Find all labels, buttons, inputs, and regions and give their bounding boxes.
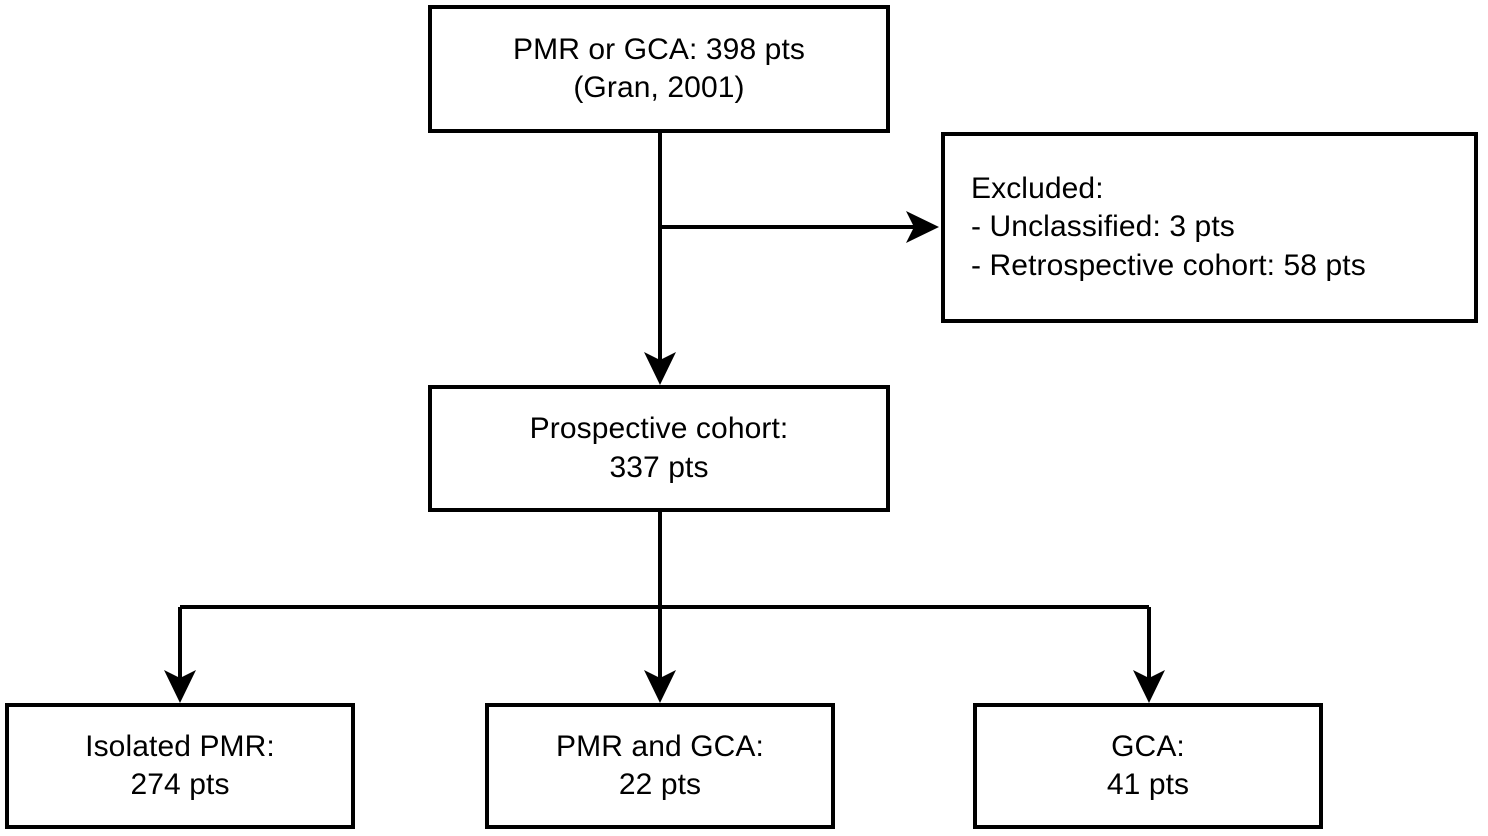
node-pmr-and-gca: PMR and GCA: 22 pts xyxy=(485,703,835,829)
node-source-cohort-line-2: (Gran, 2001) xyxy=(573,71,745,104)
node-gca: GCA: 41 pts xyxy=(973,703,1323,829)
node-excluded-line-2: - Unclassified: 3 pts xyxy=(971,210,1235,244)
node-pmr-and-gca-line-1: PMR and GCA: xyxy=(556,729,764,763)
node-source-cohort: PMR or GCA: 398 pts (Gran, 2001) xyxy=(428,5,890,133)
node-prospective-cohort-line-2: 337 pts xyxy=(609,450,709,484)
edge-source-to-prospective-arrowhead xyxy=(644,352,676,385)
edge-prospective-to-isolated-pmr-arrowhead xyxy=(164,670,196,703)
node-excluded: Excluded: - Unclassified: 3 pts - Retros… xyxy=(941,132,1478,323)
node-excluded-line-1: Excluded: xyxy=(971,171,1104,205)
node-excluded-line-3: - Retrospective cohort: 58 pts xyxy=(971,248,1366,282)
edge-source-to-excluded-arrowhead xyxy=(906,211,939,243)
node-isolated-pmr: Isolated PMR: 274 pts xyxy=(5,703,355,829)
edge-prospective-to-gca-arrowhead xyxy=(1133,670,1165,703)
node-source-cohort-line-1: PMR or GCA: 398 pts xyxy=(513,32,805,66)
node-isolated-pmr-line-2: 274 pts xyxy=(130,768,230,801)
node-prospective-cohort: Prospective cohort: 337 pts xyxy=(428,385,890,512)
node-gca-line-1: GCA: xyxy=(1111,729,1185,763)
node-pmr-and-gca-line-2: 22 pts xyxy=(618,768,702,801)
node-gca-line-2: 41 pts xyxy=(1106,768,1190,801)
node-prospective-cohort-line-1: Prospective cohort: xyxy=(529,412,789,446)
node-isolated-pmr-line-1: Isolated PMR: xyxy=(85,729,275,763)
edge-prospective-to-pmr-and-gca-arrowhead xyxy=(644,670,676,703)
